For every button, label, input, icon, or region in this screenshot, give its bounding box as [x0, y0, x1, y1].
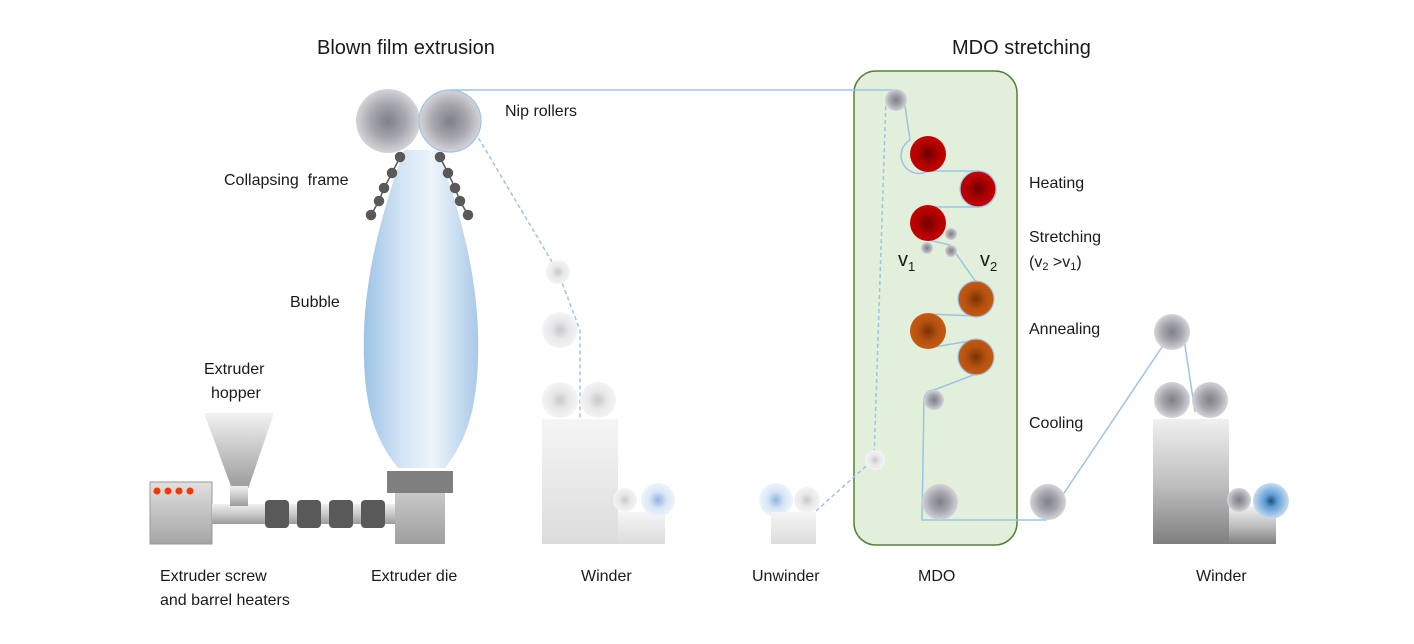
- label-mdo: MDO: [918, 568, 956, 585]
- label-stretching: Stretching: [1029, 229, 1102, 246]
- label-cooling: Cooling: [1029, 415, 1084, 432]
- winder-right: [1153, 314, 1289, 544]
- label-extruder-hopper-line1: Extruder: [204, 361, 265, 378]
- film-bubble: [363, 150, 479, 468]
- stretch-nip-roll: [921, 242, 933, 254]
- label-winder-left: Winder: [581, 568, 632, 585]
- extruder-die: [387, 471, 453, 544]
- heating-roll: [910, 205, 946, 241]
- stretch-nip-roll: [945, 228, 957, 240]
- label-extruder-hopper-line2: hopper: [211, 385, 261, 402]
- heater-dots: [153, 487, 194, 495]
- label-heating: Heating: [1029, 175, 1085, 192]
- label-v1: v1: [898, 249, 916, 274]
- label-bubble: Bubble: [290, 294, 340, 311]
- mdo-entry-roll: [885, 89, 907, 111]
- label-stretching-condition: (v2 >v1): [1029, 254, 1082, 273]
- cooling-roll: [924, 390, 944, 410]
- extruder-barrel: [149, 481, 402, 545]
- outfeed-roll: [1030, 484, 1066, 520]
- label-extruder-die: Extruder die: [371, 568, 458, 585]
- unwinder: [759, 483, 820, 544]
- title-mdo-stretching: MDO stretching: [952, 37, 1091, 59]
- wrap-outlines: [957, 170, 997, 376]
- label-unwinder: Unwinder: [752, 568, 820, 585]
- label-winder-right: Winder: [1196, 568, 1247, 585]
- heating-roll: [910, 136, 946, 172]
- label-extruder-screw-line2: and barrel heaters: [160, 592, 290, 609]
- mdo-rolls: [865, 89, 996, 520]
- stretch-nip-roll: [945, 245, 957, 257]
- annealing-roll: [958, 281, 994, 317]
- annealing-roll: [958, 339, 994, 375]
- label-annealing: Annealing: [1029, 321, 1101, 338]
- label-nip-rollers: Nip rollers: [505, 103, 578, 120]
- extruder-hopper: [204, 413, 274, 506]
- nip-rollers: [356, 89, 482, 153]
- label-v2: v2: [980, 249, 998, 274]
- mdo-exit-roll: [922, 484, 958, 520]
- screw-segments: [265, 500, 385, 528]
- collapsing-frame: [365, 151, 474, 221]
- label-extruder-screw-line1: Extruder screw: [160, 568, 267, 585]
- heating-roll: [960, 171, 996, 207]
- annealing-roll: [910, 313, 946, 349]
- mdo-guide-roll: [865, 450, 885, 470]
- winder-left: [542, 260, 675, 544]
- label-collapsing-frame: Collapsing frame: [224, 172, 349, 189]
- title-blown-film: Blown film extrusion: [317, 37, 495, 59]
